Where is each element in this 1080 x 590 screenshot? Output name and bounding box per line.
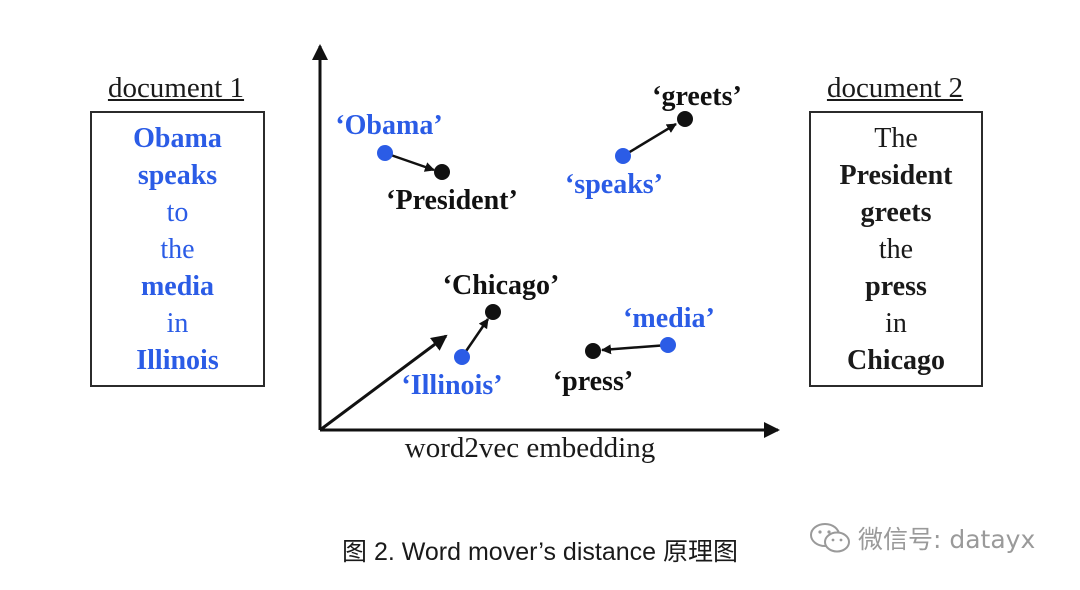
point-press (585, 343, 601, 359)
document-2-title: document 2 (826, 72, 964, 104)
document-1-title: document 1 (107, 72, 245, 104)
wechat-icon (810, 523, 850, 553)
point-speaks (615, 148, 631, 164)
document1-word: Obama (133, 122, 222, 154)
arrow-speaks-greets (622, 122, 677, 158)
document2-word: greets (860, 196, 932, 228)
figure-caption: 图 2. Word mover’s distance 原理图 (342, 538, 738, 566)
point-obama (377, 145, 393, 161)
document2-word: press (865, 270, 927, 302)
document1-word: to (166, 196, 189, 228)
document2-word: in (885, 307, 907, 339)
origin-vector (319, 334, 448, 432)
point-chicago (485, 304, 501, 320)
x-axis-label: word2vec embedding (404, 432, 656, 464)
label-speaks: ‘speaks’ (565, 169, 663, 200)
arrow-media-press (601, 343, 669, 355)
watermark-text: 微信号: datayx (858, 525, 1036, 554)
watermark: 微信号: datayx (808, 520, 1035, 556)
document2-word: the (878, 233, 914, 265)
label-greets: ‘greets’ (652, 81, 742, 112)
label-media: ‘media’ (623, 303, 715, 334)
document1-word: speaks (137, 159, 218, 191)
document1-word: the (160, 233, 195, 265)
label-illinois: ‘Illinois’ (401, 370, 502, 401)
point-president (434, 164, 450, 180)
document1-word: in (166, 307, 189, 339)
point-illinois (454, 349, 470, 365)
label-press: ‘press’ (553, 366, 633, 397)
arrow-obama-president (384, 151, 435, 172)
label-chicago: ‘Chicago’ (443, 270, 560, 301)
document1-word: media (140, 270, 215, 302)
label-obama: ‘Obama’ (335, 110, 442, 141)
document1-word: Illinois (136, 344, 219, 376)
document2-word: Chicago (847, 344, 945, 376)
point-greets (677, 111, 693, 127)
label-president: ‘President’ (386, 185, 518, 216)
document2-word: The (874, 122, 918, 154)
point-media (660, 337, 676, 353)
document2-word: President (839, 159, 953, 191)
